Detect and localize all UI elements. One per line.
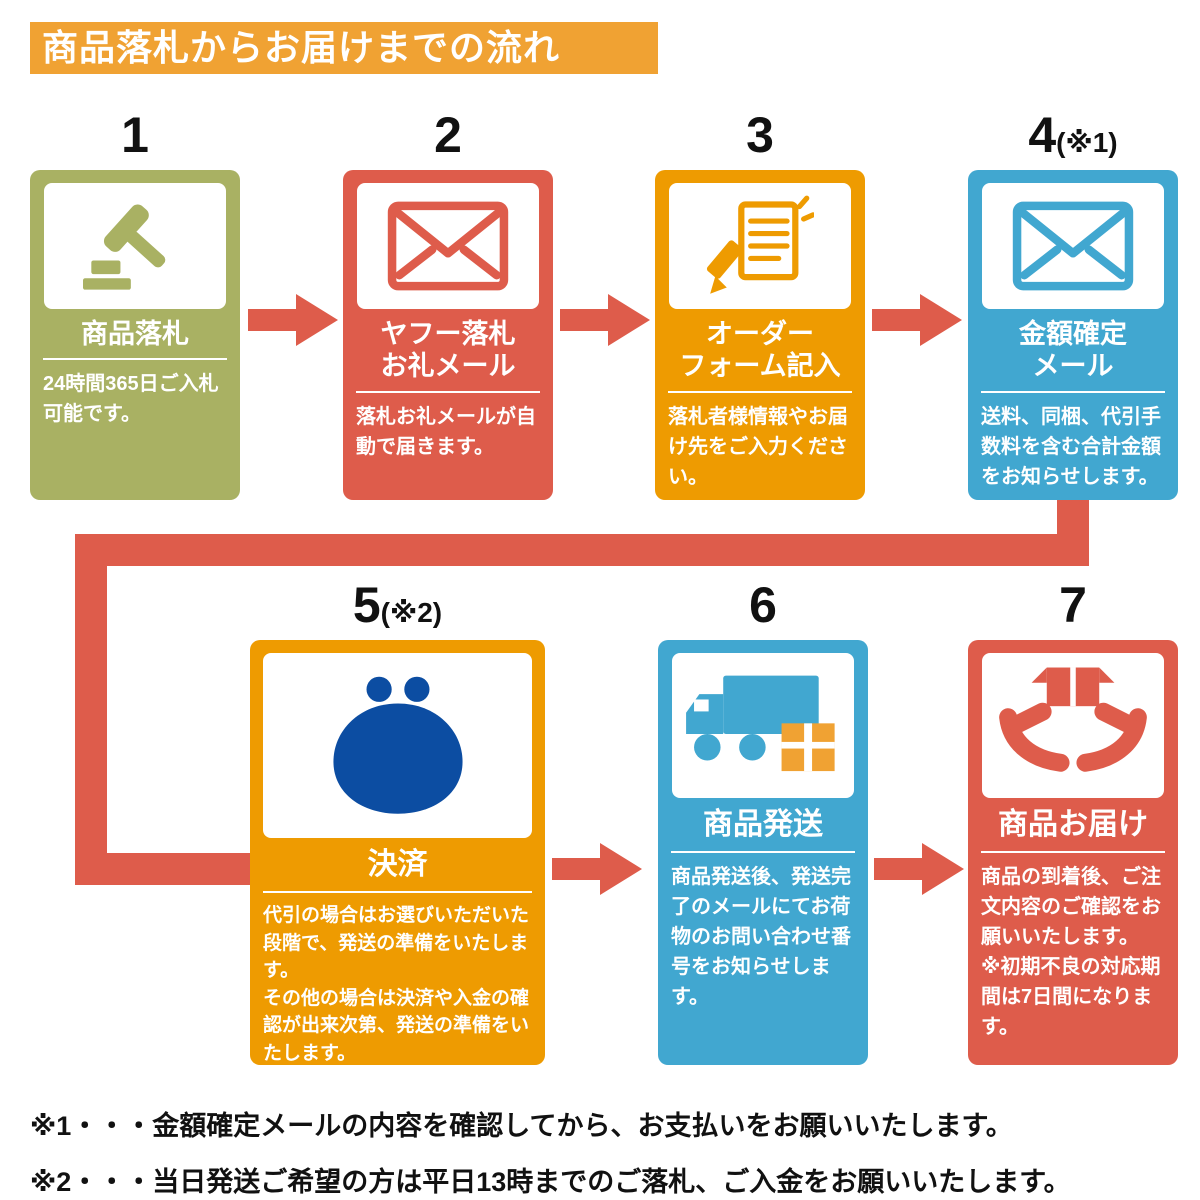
step-title: 商品お届け <box>998 808 1148 841</box>
arrow-right-icon <box>559 292 651 348</box>
page-title: 商品落札からお届けまでの流れ <box>30 22 658 74</box>
step-card-shipping: 商品発送 商品発送後、発送完了のメールにてお荷物のお問い合わせ番号をお知らせしま… <box>658 640 868 1065</box>
step-number-note: (※1) <box>1056 127 1118 158</box>
delivery-hands-icon <box>982 653 1164 798</box>
gavel-icon <box>44 183 226 309</box>
mail-icon <box>982 183 1164 309</box>
step-title: 商品発送 <box>703 808 823 841</box>
step-card-delivery: 商品お届け 商品の到着後、ご注文内容のご確認をお願いいたします。 ※初期不良の対… <box>968 640 1178 1065</box>
divider <box>43 358 227 361</box>
step-number-1: 1 <box>30 104 240 166</box>
step-number-digit: 5 <box>352 577 381 633</box>
divider <box>263 891 532 893</box>
step-title: オーダー フォーム記入 <box>679 319 841 382</box>
step-body: 落札お礼メールが自動で届きます。 <box>356 405 536 458</box>
step-number-digit: 7 <box>1059 577 1087 633</box>
step-number-3: 3 <box>655 104 865 166</box>
step-number-7: 7 <box>968 574 1178 636</box>
step-card-payment: 決済 代引の場合はお選びいただいた段階で、発送の準備をいたします。 その他の場合… <box>250 640 545 1065</box>
divider <box>981 390 1165 393</box>
step-card-price-mail: 金額確定 メール 送料、同梱、代引手数料を含む合計金額をお知らせします。 <box>968 170 1178 500</box>
step-number-2: 2 <box>343 104 553 166</box>
step-card-thanks-mail: ヤフー落札 お礼メール 落札お礼メールが自動で届きます。 <box>343 170 553 500</box>
flow-connector-segment <box>75 534 107 885</box>
step-body: 落札者様情報やお届け先をご入力ください。 <box>668 405 848 488</box>
step-number-note: (※2) <box>380 597 443 628</box>
divider <box>356 390 540 393</box>
arrow-right-icon <box>247 292 339 348</box>
step-title: 金額確定 メール <box>1019 319 1127 382</box>
step-body: 24時間365日ご入札可能です。 <box>43 373 219 426</box>
step-number-digit: 6 <box>749 577 777 633</box>
flow-connector-segment <box>75 534 1089 566</box>
mail-icon <box>357 183 539 309</box>
divider <box>668 390 852 393</box>
step-title: 決済 <box>367 848 428 881</box>
arrow-right-icon <box>871 292 963 348</box>
arrow-right-icon <box>873 841 965 897</box>
step-body: 商品発送後、発送完了のメールにてお荷物のお問い合わせ番号をお知らせします。 <box>671 866 851 1008</box>
purse-icon <box>263 653 532 838</box>
step-body: 代引の場合はお選びいただいた段階で、発送の準備をいたします。 その他の場合は決済… <box>263 905 530 1064</box>
step-number-6: 6 <box>658 574 868 636</box>
truck-icon <box>672 653 854 798</box>
footnote-2: ※2・・・当日発送ご希望の方は平日13時までのご落札、ご入金をお願いいたします。 <box>30 1167 1071 1197</box>
step-number-5: 5(※2) <box>250 574 545 636</box>
flow-connector-segment <box>75 853 251 885</box>
step-number-digit: 4 <box>1028 107 1057 163</box>
step-number-digit: 3 <box>746 107 774 163</box>
footnote-1: ※1・・・金額確定メールの内容を確認してから、お支払いをお願いいたします。 <box>30 1111 1013 1141</box>
order-form-icon <box>669 183 851 309</box>
step-title: 商品落札 <box>81 319 189 349</box>
step-number-digit: 1 <box>121 107 149 163</box>
step-title: ヤフー落札 お礼メール <box>380 319 516 382</box>
step-body: 商品の到着後、ご注文内容のご確認をお願いいたします。 ※初期不良の対応期間は7日… <box>981 866 1161 1038</box>
divider <box>981 851 1165 853</box>
arrow-right-icon <box>551 841 643 897</box>
step-number-4: 4(※1) <box>968 104 1178 166</box>
step-card-order-form: オーダー フォーム記入 落札者様情報やお届け先をご入力ください。 <box>655 170 865 500</box>
step-body: 送料、同梱、代引手数料を含む合計金額をお知らせします。 <box>981 405 1161 488</box>
divider <box>671 851 855 853</box>
step-number-digit: 2 <box>434 107 462 163</box>
step-card-auction-win: 商品落札 24時間365日ご入札可能です。 <box>30 170 240 500</box>
